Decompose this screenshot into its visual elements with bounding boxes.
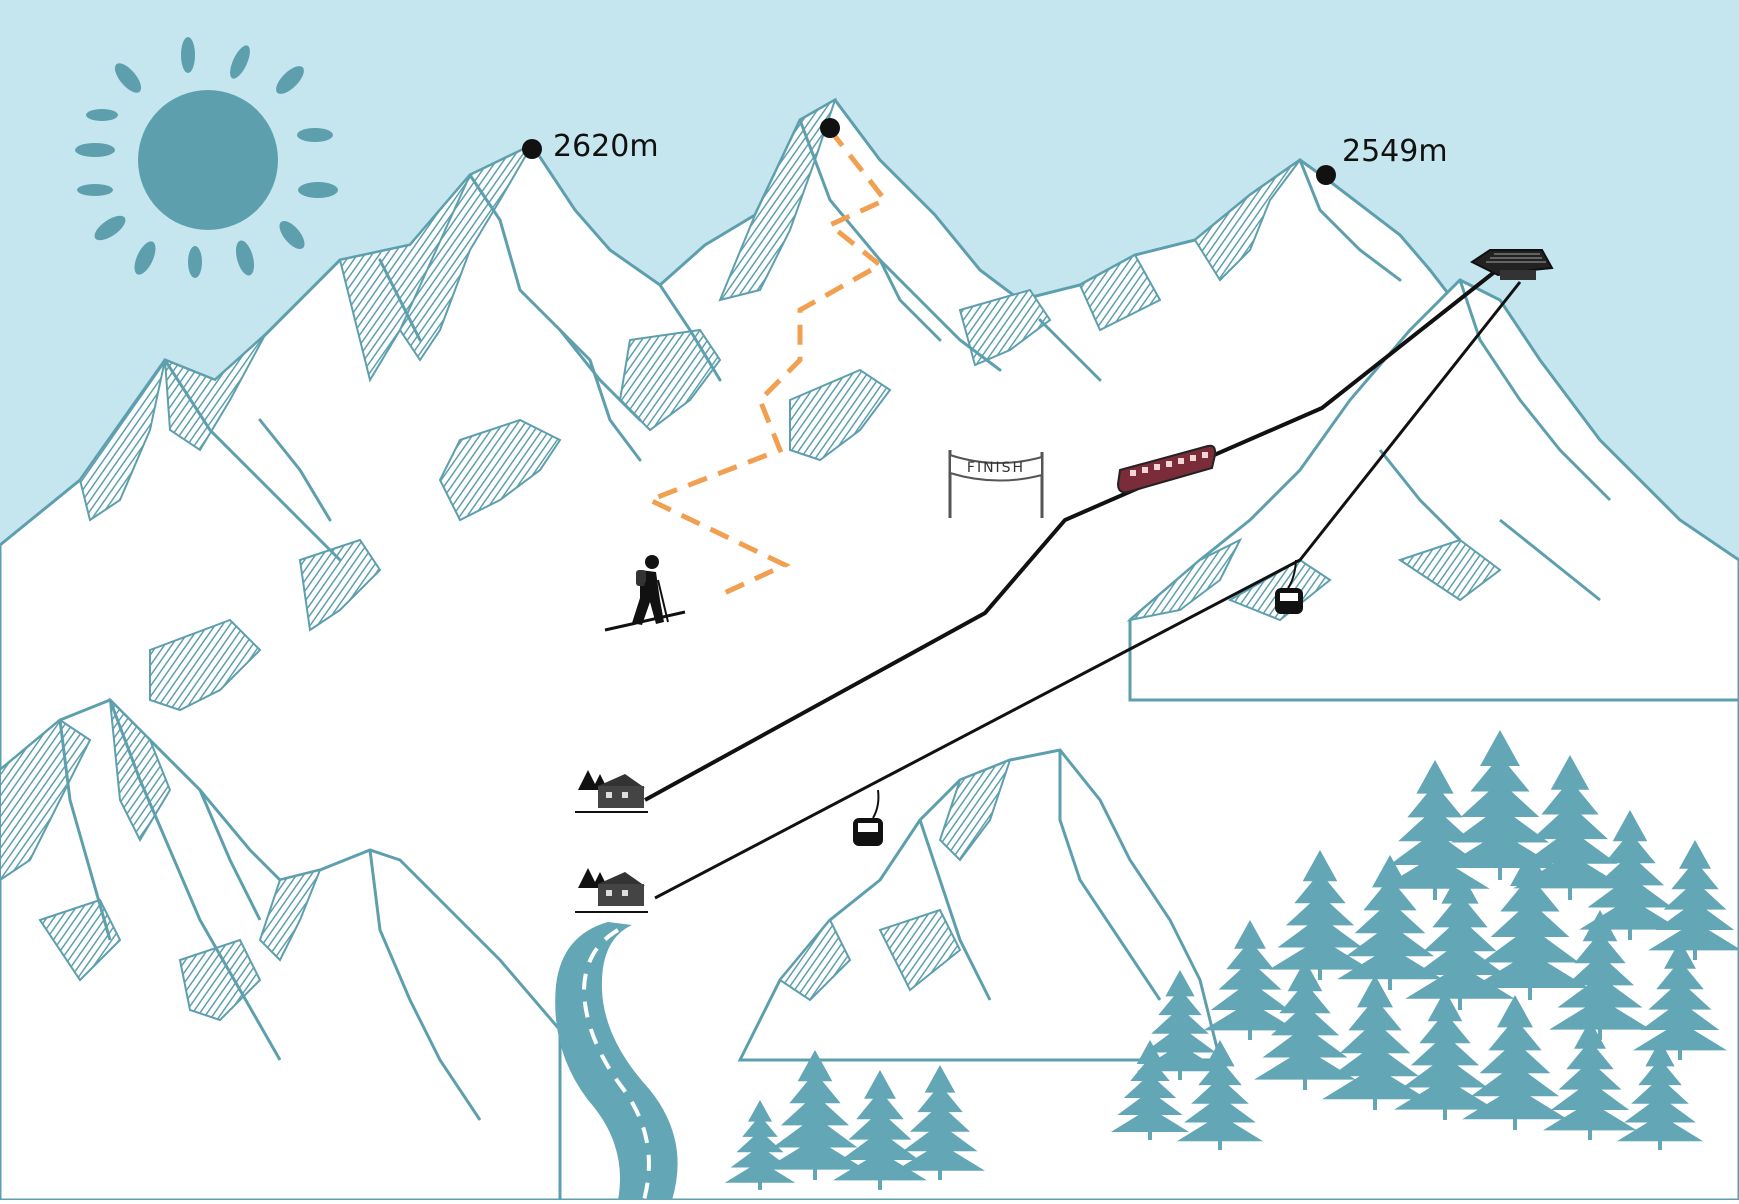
tree-icon bbox=[764, 1050, 866, 1180]
tree-icon bbox=[1394, 990, 1496, 1120]
left-foreground-hatch bbox=[0, 697, 322, 1022]
tree-icon bbox=[1203, 920, 1297, 1040]
tree-icon bbox=[724, 1100, 796, 1190]
summit-station-icon[interactable] bbox=[1470, 249, 1554, 280]
skier-icon bbox=[604, 555, 686, 632]
tree-icon bbox=[833, 1070, 927, 1190]
funicular-cable bbox=[644, 268, 1499, 802]
forest-right bbox=[1110, 730, 1739, 1150]
finish-banner: FINISH bbox=[948, 450, 1044, 518]
tree-icon bbox=[894, 1065, 986, 1180]
forest-left bbox=[724, 1050, 986, 1190]
peak-marker-center[interactable] bbox=[820, 118, 840, 138]
peak-label-2549: 2549m bbox=[1342, 134, 1448, 169]
funicular-car-icon[interactable] bbox=[1116, 444, 1217, 494]
left-foreground-ridges bbox=[58, 699, 482, 1121]
mountain-ridge-lines bbox=[163, 118, 1402, 562]
gondola-icon-lower[interactable] bbox=[853, 789, 883, 846]
gondola-icon-upper[interactable] bbox=[1275, 559, 1303, 614]
tree-icon bbox=[1254, 960, 1356, 1090]
center-foreground-ridges bbox=[918, 750, 1162, 1001]
tree-icon bbox=[1176, 1040, 1264, 1150]
right-mountain-hatch bbox=[1126, 537, 1502, 622]
tree-icon bbox=[1462, 995, 1568, 1130]
peak-label-2620: 2620m bbox=[553, 129, 659, 164]
tree-icon bbox=[1322, 975, 1428, 1110]
tree-icon bbox=[1269, 850, 1371, 980]
center-foreground-mountain bbox=[737, 748, 1222, 1062]
tree-icon bbox=[1136, 970, 1224, 1080]
tree-icon bbox=[1648, 840, 1739, 960]
tree-icon bbox=[1405, 870, 1515, 1010]
right-mountain-ridges bbox=[1378, 279, 1612, 602]
finish-banner-text: FINISH bbox=[967, 460, 1025, 476]
hiking-trail bbox=[643, 128, 889, 598]
sun-icon bbox=[75, 37, 338, 278]
peak-marker-2549[interactable] bbox=[1316, 165, 1336, 185]
peak-marker-2620[interactable] bbox=[522, 139, 542, 159]
gondola-cable bbox=[654, 281, 1522, 900]
tree-icon bbox=[1110, 1040, 1190, 1140]
tree-icon bbox=[1543, 1020, 1637, 1140]
tree-icon bbox=[1616, 1040, 1704, 1150]
center-foreground-hatch bbox=[778, 758, 1012, 1002]
mountain-shadow-faces bbox=[78, 97, 1301, 712]
cabin-icon-lower[interactable] bbox=[575, 868, 648, 913]
tree-icon bbox=[1549, 910, 1651, 1040]
cabin-icon-upper[interactable] bbox=[575, 770, 648, 813]
tree-icon bbox=[1633, 940, 1727, 1060]
tree-icon bbox=[1337, 855, 1443, 990]
road-icon bbox=[555, 922, 678, 1201]
tree-icon bbox=[1471, 850, 1589, 1000]
